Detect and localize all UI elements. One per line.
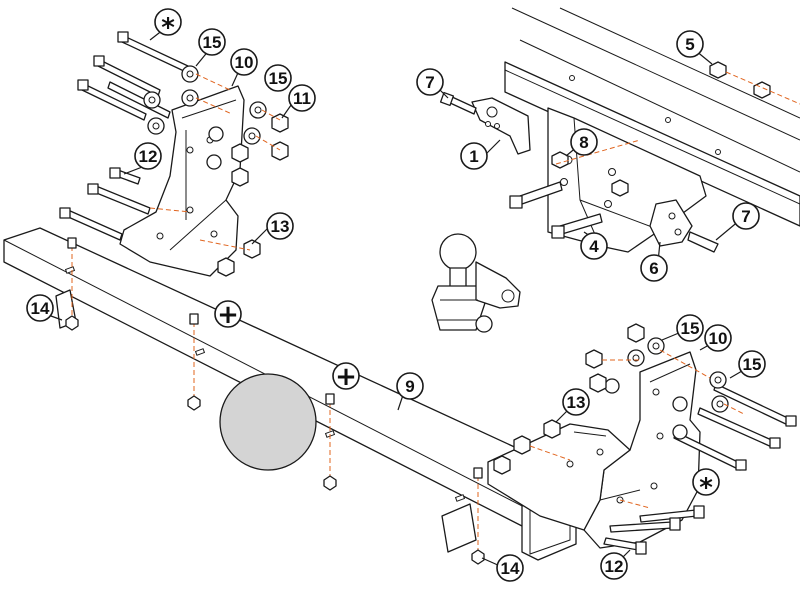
crossbar-fasteners-14 xyxy=(65,237,485,565)
tow-ball-assembly xyxy=(431,233,521,333)
left-nuts-11 xyxy=(217,113,289,277)
star-symbol-top: * xyxy=(154,8,182,43)
plus-symbol-left: + xyxy=(214,300,242,330)
callout-15-right-top-label: 15 xyxy=(681,319,700,338)
callout-9-label: 9 xyxy=(405,377,414,396)
right-washers-15 xyxy=(604,337,729,440)
callout-1: 1 xyxy=(460,142,488,170)
callout-4-label: 4 xyxy=(589,237,599,256)
callout-10-right: 10 xyxy=(704,324,732,352)
callout-5: 5 xyxy=(676,30,704,58)
callout-15-top-left: 15 xyxy=(198,28,226,56)
callout-12-right-label: 12 xyxy=(605,557,624,576)
callout-12-left-label: 12 xyxy=(139,147,158,166)
callout-14-right-label: 14 xyxy=(501,559,520,578)
left-leader-lines xyxy=(149,73,281,251)
star-symbol-bottom: * xyxy=(692,468,720,503)
callout-15-top-left-label: 15 xyxy=(203,33,222,52)
callout-14-left-label: 14 xyxy=(31,299,50,318)
callout-13-right-label: 13 xyxy=(567,393,586,412)
plus-symbol-left-glyph: + xyxy=(217,300,239,330)
star-symbol-bottom-glyph: * xyxy=(699,473,713,503)
callout-5-label: 5 xyxy=(685,35,694,54)
callout-13-left-label: 13 xyxy=(271,217,290,236)
mounting-bracket-6 xyxy=(649,199,693,247)
chassis-fasteners xyxy=(439,61,800,253)
callout-4: 4 xyxy=(580,232,608,260)
callout-15-left: 15 xyxy=(264,64,292,92)
callout-6-label: 6 xyxy=(649,259,658,278)
callout-12-left: 12 xyxy=(134,142,162,170)
callout-14-left: 14 xyxy=(26,294,54,322)
callout-7-right-label: 7 xyxy=(741,207,750,226)
callout-10-left: 10 xyxy=(230,48,258,76)
callout-7-top-label: 7 xyxy=(425,73,434,92)
callout-10-right-label: 10 xyxy=(709,329,728,348)
bumper-cutout-circle xyxy=(219,373,317,471)
callout-1-label: 1 xyxy=(469,147,478,166)
callout-15-right-label: 15 xyxy=(743,355,762,374)
right-leader-lines xyxy=(529,349,745,509)
callout-9: 9 xyxy=(396,372,424,400)
callout-15-left-label: 15 xyxy=(269,69,288,88)
callout-7-right: 7 xyxy=(732,202,760,230)
right-bolts-star xyxy=(673,383,797,471)
right-nuts xyxy=(493,323,645,475)
callout-11-label: 11 xyxy=(293,89,311,108)
star-symbol-top-glyph: * xyxy=(161,13,175,43)
callout-13-left: 13 xyxy=(266,212,294,240)
callout-8-label: 8 xyxy=(579,133,588,152)
right-bolts-12 xyxy=(603,505,705,555)
callout-13-right: 13 xyxy=(562,388,590,416)
callout-10-left-label: 10 xyxy=(235,53,254,72)
callout-11: 11 xyxy=(288,84,316,112)
callout-15-right-top: 15 xyxy=(676,314,704,342)
callout-8: 8 xyxy=(570,128,598,156)
left-washers-15 xyxy=(143,65,267,170)
callout-6: 6 xyxy=(640,254,668,282)
plus-symbol-center: + xyxy=(332,362,360,392)
callout-14-right: 14 xyxy=(496,554,524,582)
callout-7-top: 7 xyxy=(416,68,444,96)
callout-15-right: 15 xyxy=(738,350,766,378)
callout-12-right: 12 xyxy=(600,552,628,580)
left-bolts-12 xyxy=(59,167,151,241)
mounting-bracket-1 xyxy=(471,97,531,155)
plus-symbol-center-glyph: + xyxy=(335,362,357,392)
left-bolts-star xyxy=(77,31,189,121)
